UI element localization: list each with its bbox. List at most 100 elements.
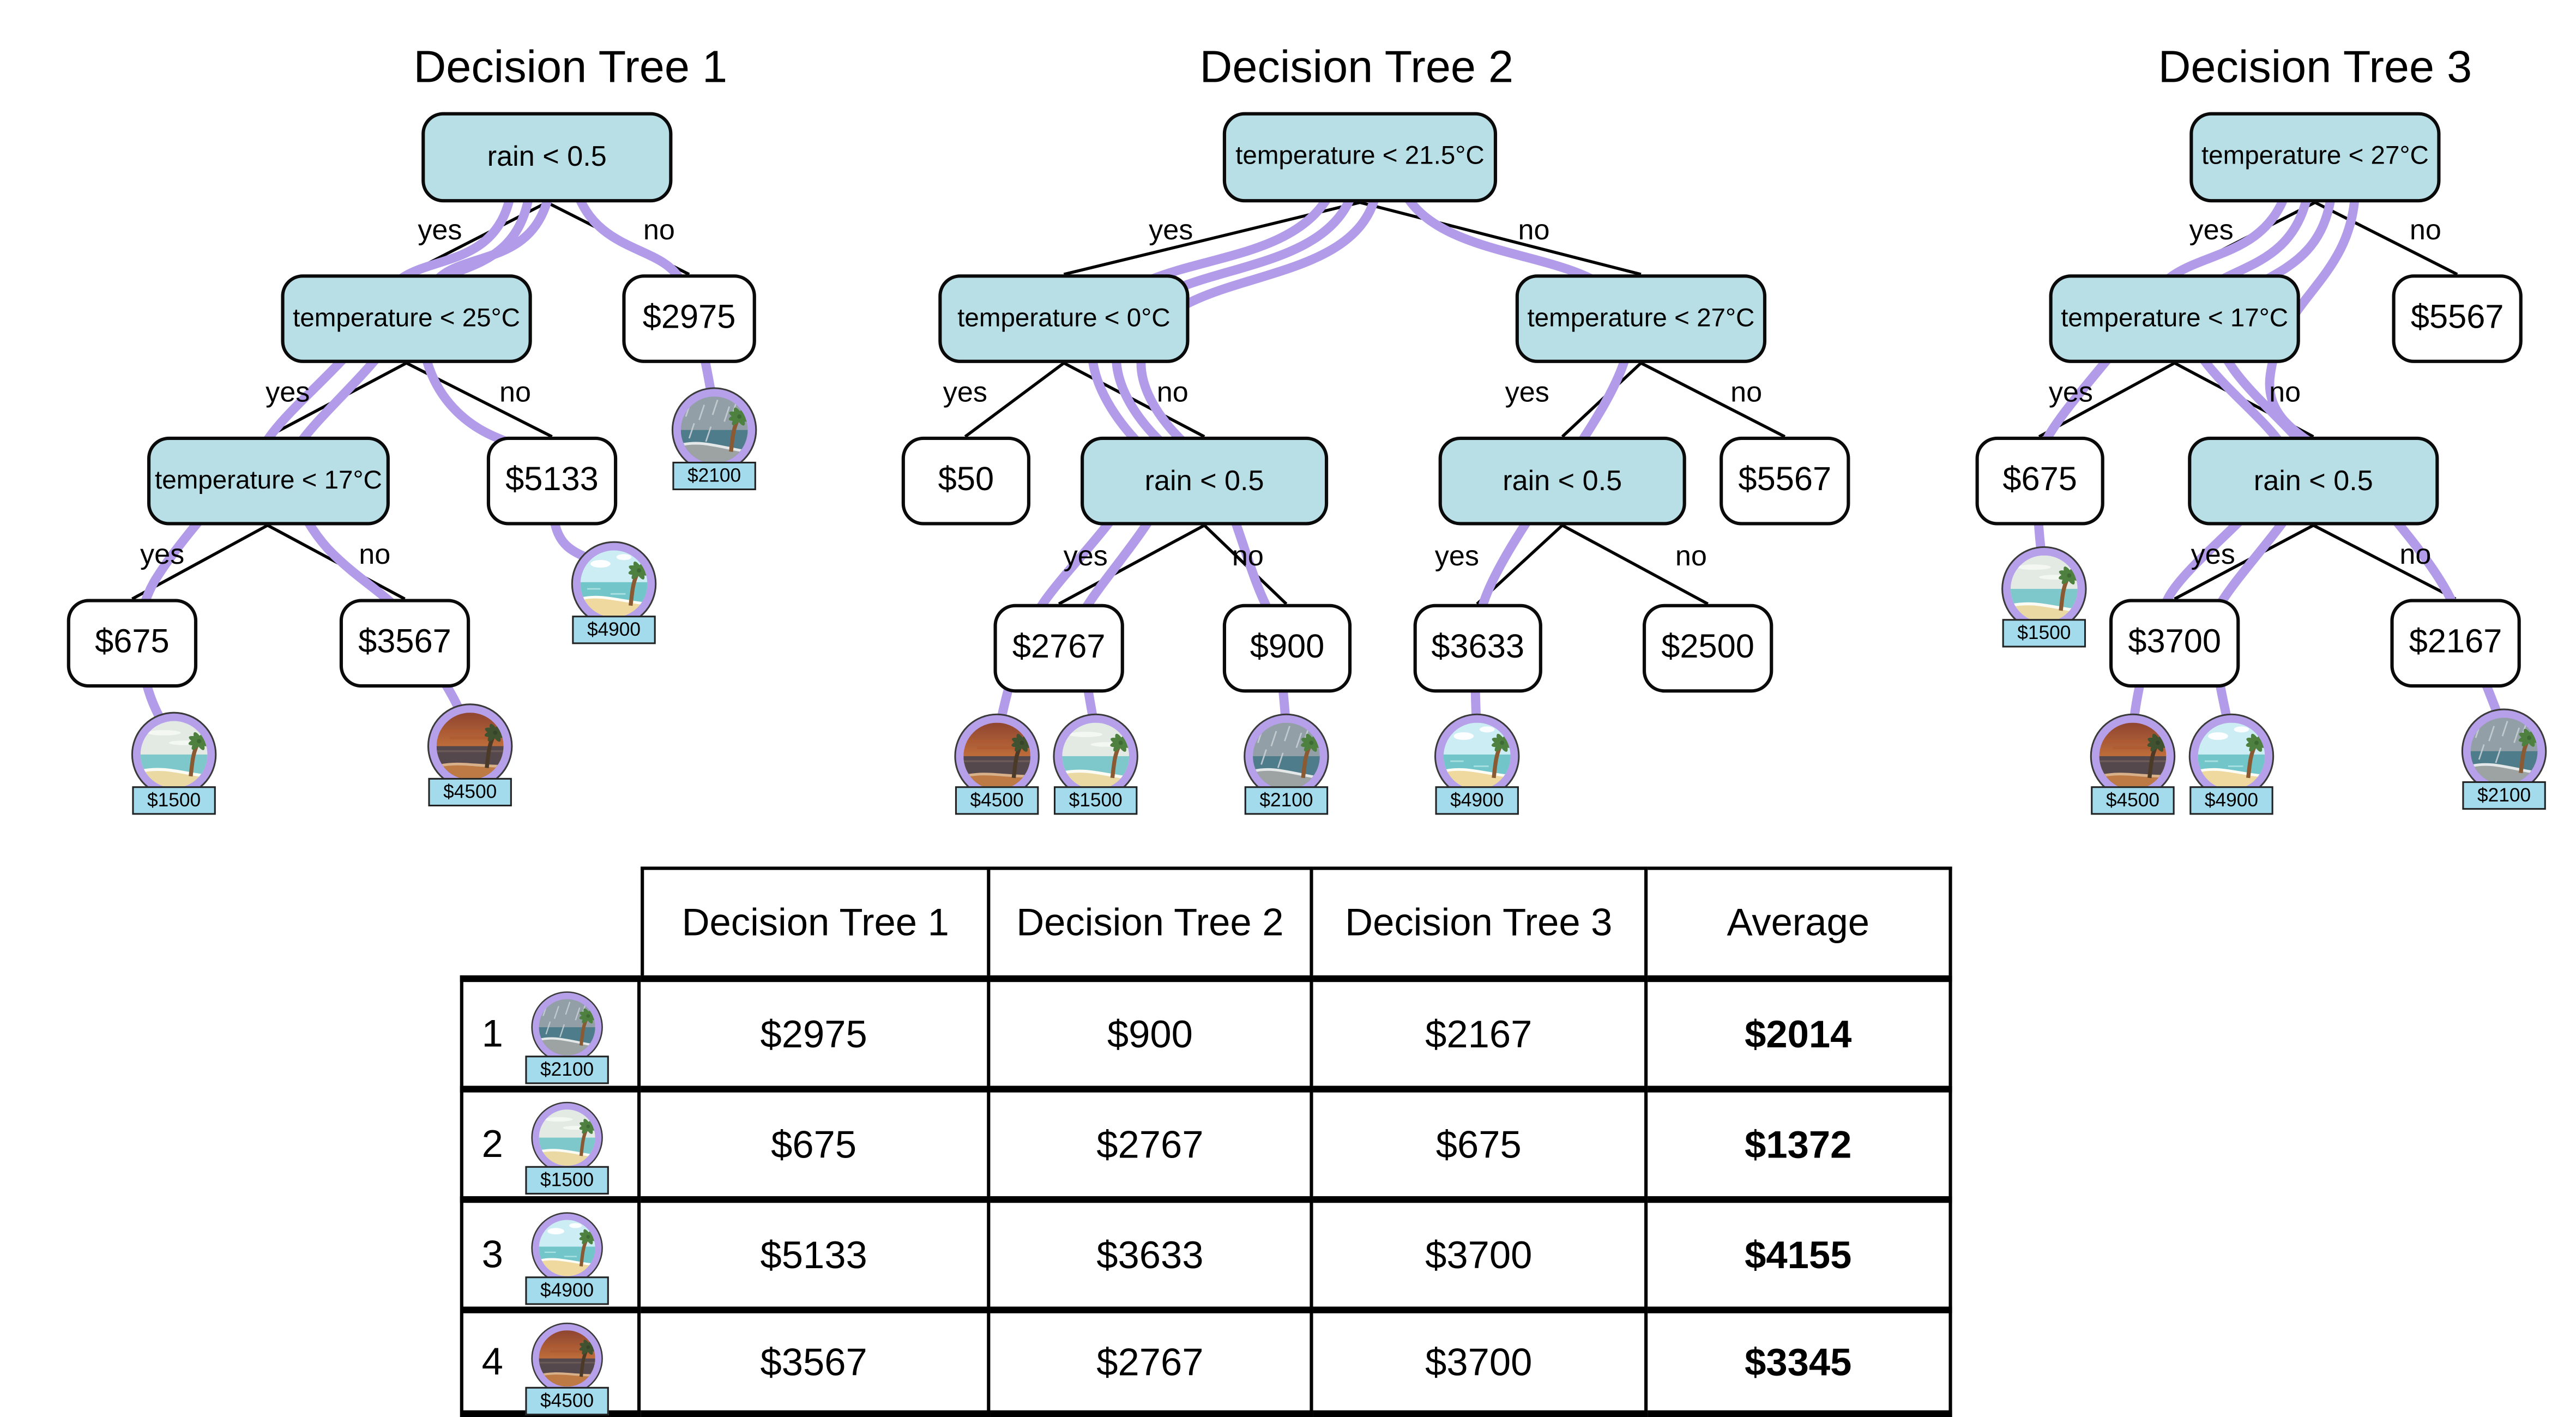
sunset-beach-icon xyxy=(428,704,511,788)
table-cell: $2767 xyxy=(990,1086,1313,1196)
price-tag: $2100 xyxy=(672,461,756,491)
edge-label-yes: yes xyxy=(943,376,987,408)
tree1-root-node: rain < 0.5 xyxy=(421,112,673,203)
tree1-leaf-5133: $5133 xyxy=(486,436,618,526)
table-cell: $900 xyxy=(990,975,1313,1086)
price-tag: $2100 xyxy=(2462,781,2546,810)
table-cell: $2975 xyxy=(641,975,991,1086)
tree3-temp17-node: temperature < 17°C xyxy=(2049,274,2300,363)
edge-label-no: no xyxy=(1730,376,1763,408)
table-cell: $3700 xyxy=(1313,1306,1648,1417)
table-cell: $3633 xyxy=(990,1196,1313,1307)
edge-label-no: no xyxy=(499,376,532,408)
table-header-tree3: Decision Tree 3 xyxy=(1313,866,1648,975)
edge-label-yes: yes xyxy=(1149,214,1193,246)
tree2-leaf-5567: $5567 xyxy=(1720,436,1850,526)
table-cell: $675 xyxy=(1313,1086,1648,1196)
table-cell-average: $4155 xyxy=(1648,1196,1952,1307)
row-number: 1 xyxy=(481,1011,503,1055)
tree1-leaf-675: $675 xyxy=(67,599,198,688)
price-tag: $4500 xyxy=(955,786,1039,815)
tree2-leaf-3633: $3633 xyxy=(1413,604,1542,693)
tree2-leaf-900: $900 xyxy=(1222,604,1352,693)
tree1-leaf-3567: $3567 xyxy=(339,599,470,688)
table-cell: $675 xyxy=(641,1086,991,1196)
table-cell: $3567 xyxy=(641,1306,991,1417)
results-table: Decision Tree 1 Decision Tree 2 Decision… xyxy=(460,866,1952,1417)
tree2-title: Decision Tree 2 xyxy=(1199,41,1514,92)
price-tag: $1500 xyxy=(2002,619,2086,648)
price-tag: $4500 xyxy=(428,777,512,807)
sunny-beach-icon xyxy=(1435,714,1519,798)
edge-label-yes: yes xyxy=(2191,539,2235,571)
tree3-leaf-3700: $3700 xyxy=(2109,599,2240,688)
pale-beach-icon xyxy=(132,713,215,796)
price-tag: $4500 xyxy=(525,1386,609,1415)
edge-label-yes: yes xyxy=(1063,540,1108,572)
edge-label-yes: yes xyxy=(1505,376,1549,408)
price-tag: $1500 xyxy=(132,786,216,815)
tree2-leaf-2767: $2767 xyxy=(993,604,1124,693)
sunset-beach-icon xyxy=(955,714,1039,798)
tree2-leaf-2500: $2500 xyxy=(1642,604,1773,693)
edge-label-yes: yes xyxy=(418,214,462,246)
pale-beach-icon xyxy=(2002,547,2086,630)
table-header-average: Average xyxy=(1648,866,1952,975)
edge-label-no: no xyxy=(1518,214,1550,246)
tree3-rain-node: rain < 0.5 xyxy=(2188,436,2439,526)
sunny-beach-icon xyxy=(572,542,655,625)
rainy-beach-icon xyxy=(672,388,756,472)
table-cell: $3700 xyxy=(1313,1196,1648,1307)
price-tag: $4900 xyxy=(1435,786,1519,815)
tree1-temp17-node: temperature < 17°C xyxy=(147,436,390,526)
tree1-leaf-2975: $2975 xyxy=(622,274,756,363)
edge-label-no: no xyxy=(1156,376,1189,408)
row-number: 4 xyxy=(481,1339,503,1383)
tree2-rain-left-node: rain < 0.5 xyxy=(1081,436,1329,526)
rainy-beach-icon xyxy=(2462,709,2545,793)
edge-label-no: no xyxy=(1232,540,1264,572)
table-header-tree1: Decision Tree 1 xyxy=(641,866,991,975)
table-row-label: 3 xyxy=(460,1196,641,1307)
table-row-label: 2 xyxy=(460,1086,641,1196)
rainy-beach-icon xyxy=(1245,714,1328,798)
edge-label-yes: yes xyxy=(2189,214,2234,246)
tree2-rain-right-node: rain < 0.5 xyxy=(1438,436,1686,526)
tree2-temp0-node: temperature < 0°C xyxy=(938,274,1190,363)
price-tag: $4900 xyxy=(2189,786,2273,815)
edge-label-no: no xyxy=(359,539,391,571)
sunset-beach-icon xyxy=(2091,714,2174,798)
table-cell-average: $3345 xyxy=(1648,1306,1952,1417)
edge-label-no: no xyxy=(2269,376,2301,408)
price-tag: $4500 xyxy=(2091,786,2175,815)
tree3-leaf-2167: $2167 xyxy=(2390,599,2521,688)
tree1-temp25-node: temperature < 25°C xyxy=(281,274,532,363)
table-row-label: 1 xyxy=(460,975,641,1086)
price-tag: $2100 xyxy=(525,1056,609,1084)
price-tag: $1500 xyxy=(1053,786,1138,815)
row-number: 2 xyxy=(481,1121,503,1166)
edge-label-yes: yes xyxy=(2048,376,2094,408)
table-cell: $5133 xyxy=(641,1196,991,1307)
price-tag: $2100 xyxy=(1244,786,1329,815)
table-cell-average: $1372 xyxy=(1648,1086,1952,1196)
price-tag: $1500 xyxy=(525,1166,609,1195)
edge-label-yes: yes xyxy=(140,539,185,571)
table-header-tree2: Decision Tree 2 xyxy=(990,866,1313,975)
tree3-title: Decision Tree 3 xyxy=(2158,41,2472,92)
tree3-leaf-675: $675 xyxy=(1975,436,2104,526)
price-tag: $4900 xyxy=(572,616,656,644)
tree2-root-node: temperature < 21.5°C xyxy=(1222,112,1498,203)
edge-label-yes: yes xyxy=(266,376,310,408)
edge-label-no: no xyxy=(1675,540,1707,572)
tree2-leaf-50: $50 xyxy=(901,436,1031,526)
row-number: 3 xyxy=(481,1232,503,1276)
edge-label-yes: yes xyxy=(1434,540,1480,572)
price-tag: $4900 xyxy=(525,1276,609,1305)
table-cell: $2767 xyxy=(990,1306,1313,1417)
pale-beach-icon xyxy=(1054,714,1137,798)
tree3-leaf-5567: $5567 xyxy=(2392,274,2523,363)
tree1-title: Decision Tree 1 xyxy=(413,41,728,92)
